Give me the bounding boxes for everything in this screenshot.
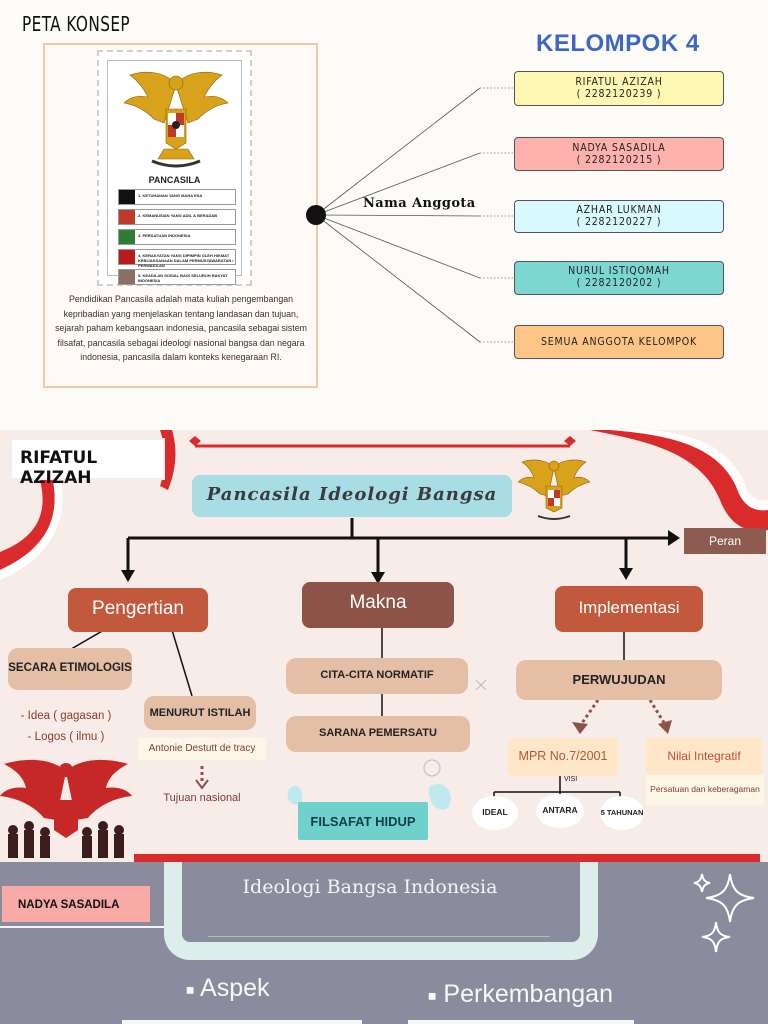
garuda-emblem-icon — [518, 459, 590, 520]
red-garuda-illustration — [0, 759, 132, 858]
flag-bar-divider — [134, 854, 760, 862]
visi-label: VISI — [564, 776, 578, 783]
member-name: SEMUA ANGGOTA KELOMPOK — [540, 336, 698, 348]
hub-node-icon — [306, 205, 326, 225]
pancasila-caption: PANCASILA — [148, 175, 201, 185]
member-name: RIFATUL AZIZAH — [575, 76, 663, 88]
pancasila-description: Pendidikan Pancasila adalah mata kuliah … — [55, 294, 307, 362]
member-name: NURUL ISTIQOMAH — [568, 265, 670, 277]
title-underline — [208, 936, 550, 937]
sila-4: 4. KERAKYATAN YANG DIPIMPIN OLEH HIKMAT … — [118, 249, 236, 268]
member-card-nadya: NADYA SASADILA ( 2282120215 ) — [514, 137, 724, 171]
bottom-card-perkembangan — [408, 1020, 634, 1024]
member-card-azhar: AZHAR LUKMAN ( 2282120227 ) — [514, 200, 724, 233]
node-nilai-integratif: Nilai Integratif — [646, 738, 762, 776]
nilai-detail: Persatuan dan keberagaman — [646, 775, 764, 805]
bullet-perkembangan: ■ Perkembangan — [428, 980, 613, 1008]
istilah-result: Tujuan nasional — [163, 792, 241, 804]
node-perwujudan: PERWUJUDAN — [516, 660, 722, 700]
member-name: NADYA SASADILA — [572, 142, 666, 154]
author-tag-nadya: NADYA SASADILA — [2, 886, 150, 922]
etimologis-items: - Idea ( gagasan ) - Logos ( ilmu ) — [16, 706, 116, 748]
tag-underline — [0, 926, 166, 928]
istilah-source: Antonie Destutt de tracy — [138, 738, 266, 760]
member-id: ( 2282120202 ) — [576, 277, 662, 289]
sila-5: 5. KEADILAN SOSIAL BAGI SELURUH RAKYAT I… — [118, 269, 236, 285]
node-etimologis: SECARA ETIMOLOGIS — [8, 648, 132, 690]
sila-1: 1. KETUHANAN YANG MAHA ESA — [118, 189, 236, 205]
member-card-rifatul: RIFATUL AZIZAH ( 2282120239 ) — [514, 71, 724, 106]
concept-map-section: PETA KONSEP PANCASILA 1. KETUHANAN YANG … — [0, 0, 768, 430]
node-cita-cita-normatif: CITA-CITA NORMATIF — [286, 658, 468, 694]
mindmap-connectors — [65, 518, 680, 810]
section-title: Ideologi Bangsa Indonesia — [242, 876, 498, 898]
hub-label: Nama Anggota — [363, 196, 476, 211]
garuda-emblem-icon — [123, 72, 229, 168]
peran-label: Peran — [684, 528, 766, 554]
etimologis-item: - Idea ( gagasan ) — [20, 710, 112, 722]
visi-ideal: IDEAL — [472, 796, 518, 830]
sparkle-icon — [693, 873, 755, 953]
bullet-aspek: ■ Aspek — [186, 974, 270, 1002]
group-title: KELOMPOK 4 — [536, 30, 700, 57]
branch-pengertian: Pengertian — [68, 588, 208, 632]
member-card-nurul: NURUL ISTIQOMAH ( 2282120202 ) — [514, 261, 724, 295]
member-name: AZHAR LUKMAN — [576, 204, 662, 216]
title-frame — [164, 862, 598, 960]
sila-3: 3. PERSATUAN INDONESIA — [118, 229, 236, 245]
node-filsafat-hidup: FILSAFAT HIDUP — [298, 802, 428, 840]
member-id: ( 2282120227 ) — [576, 216, 662, 228]
member-id: ( 2282120215 ) — [576, 154, 662, 166]
branch-makna: Makna — [302, 582, 454, 628]
bullet-icon: ■ — [186, 981, 195, 998]
author-tag-rifatul: RIFATUL AZIZAH — [10, 438, 165, 488]
visi-antara: ANTARA — [536, 794, 584, 828]
mindmap-section: RIFATUL AZIZAH Pancasila Ideologi Bangsa — [0, 430, 768, 862]
node-istilah: MENURUT ISTILAH — [144, 696, 256, 730]
bullet-icon: ■ — [428, 987, 437, 1004]
node-sarana-pemersatu: SARANA PEMERSATU — [286, 716, 470, 752]
mindmap-title: Pancasila Ideologi Bangsa — [192, 475, 512, 517]
pancasila-poster-image: PANCASILA 1. KETUHANAN YANG MAHA ESA 2. … — [97, 50, 252, 286]
branch-implementasi: Implementasi — [555, 586, 703, 632]
etimologis-item: - Logos ( ilmu ) — [27, 731, 105, 743]
page-title: PETA KONSEP — [22, 12, 131, 36]
node-mpr: MPR No.7/2001 — [508, 738, 618, 776]
sila-2: 2. KEMANUSIAN YANG ADIL & BERADAB — [118, 209, 236, 225]
ideologi-section: NADYA SASADILA Ideologi Bangsa Indonesia… — [0, 862, 768, 1024]
member-id: ( 2282120239 ) — [576, 88, 662, 100]
member-connector-lines — [306, 87, 514, 343]
visi-5-tahunan: 5 TAHUNAN — [600, 796, 644, 830]
bottom-card-aspek — [122, 1020, 362, 1024]
member-card-all: SEMUA ANGGOTA KELOMPOK — [514, 325, 724, 359]
